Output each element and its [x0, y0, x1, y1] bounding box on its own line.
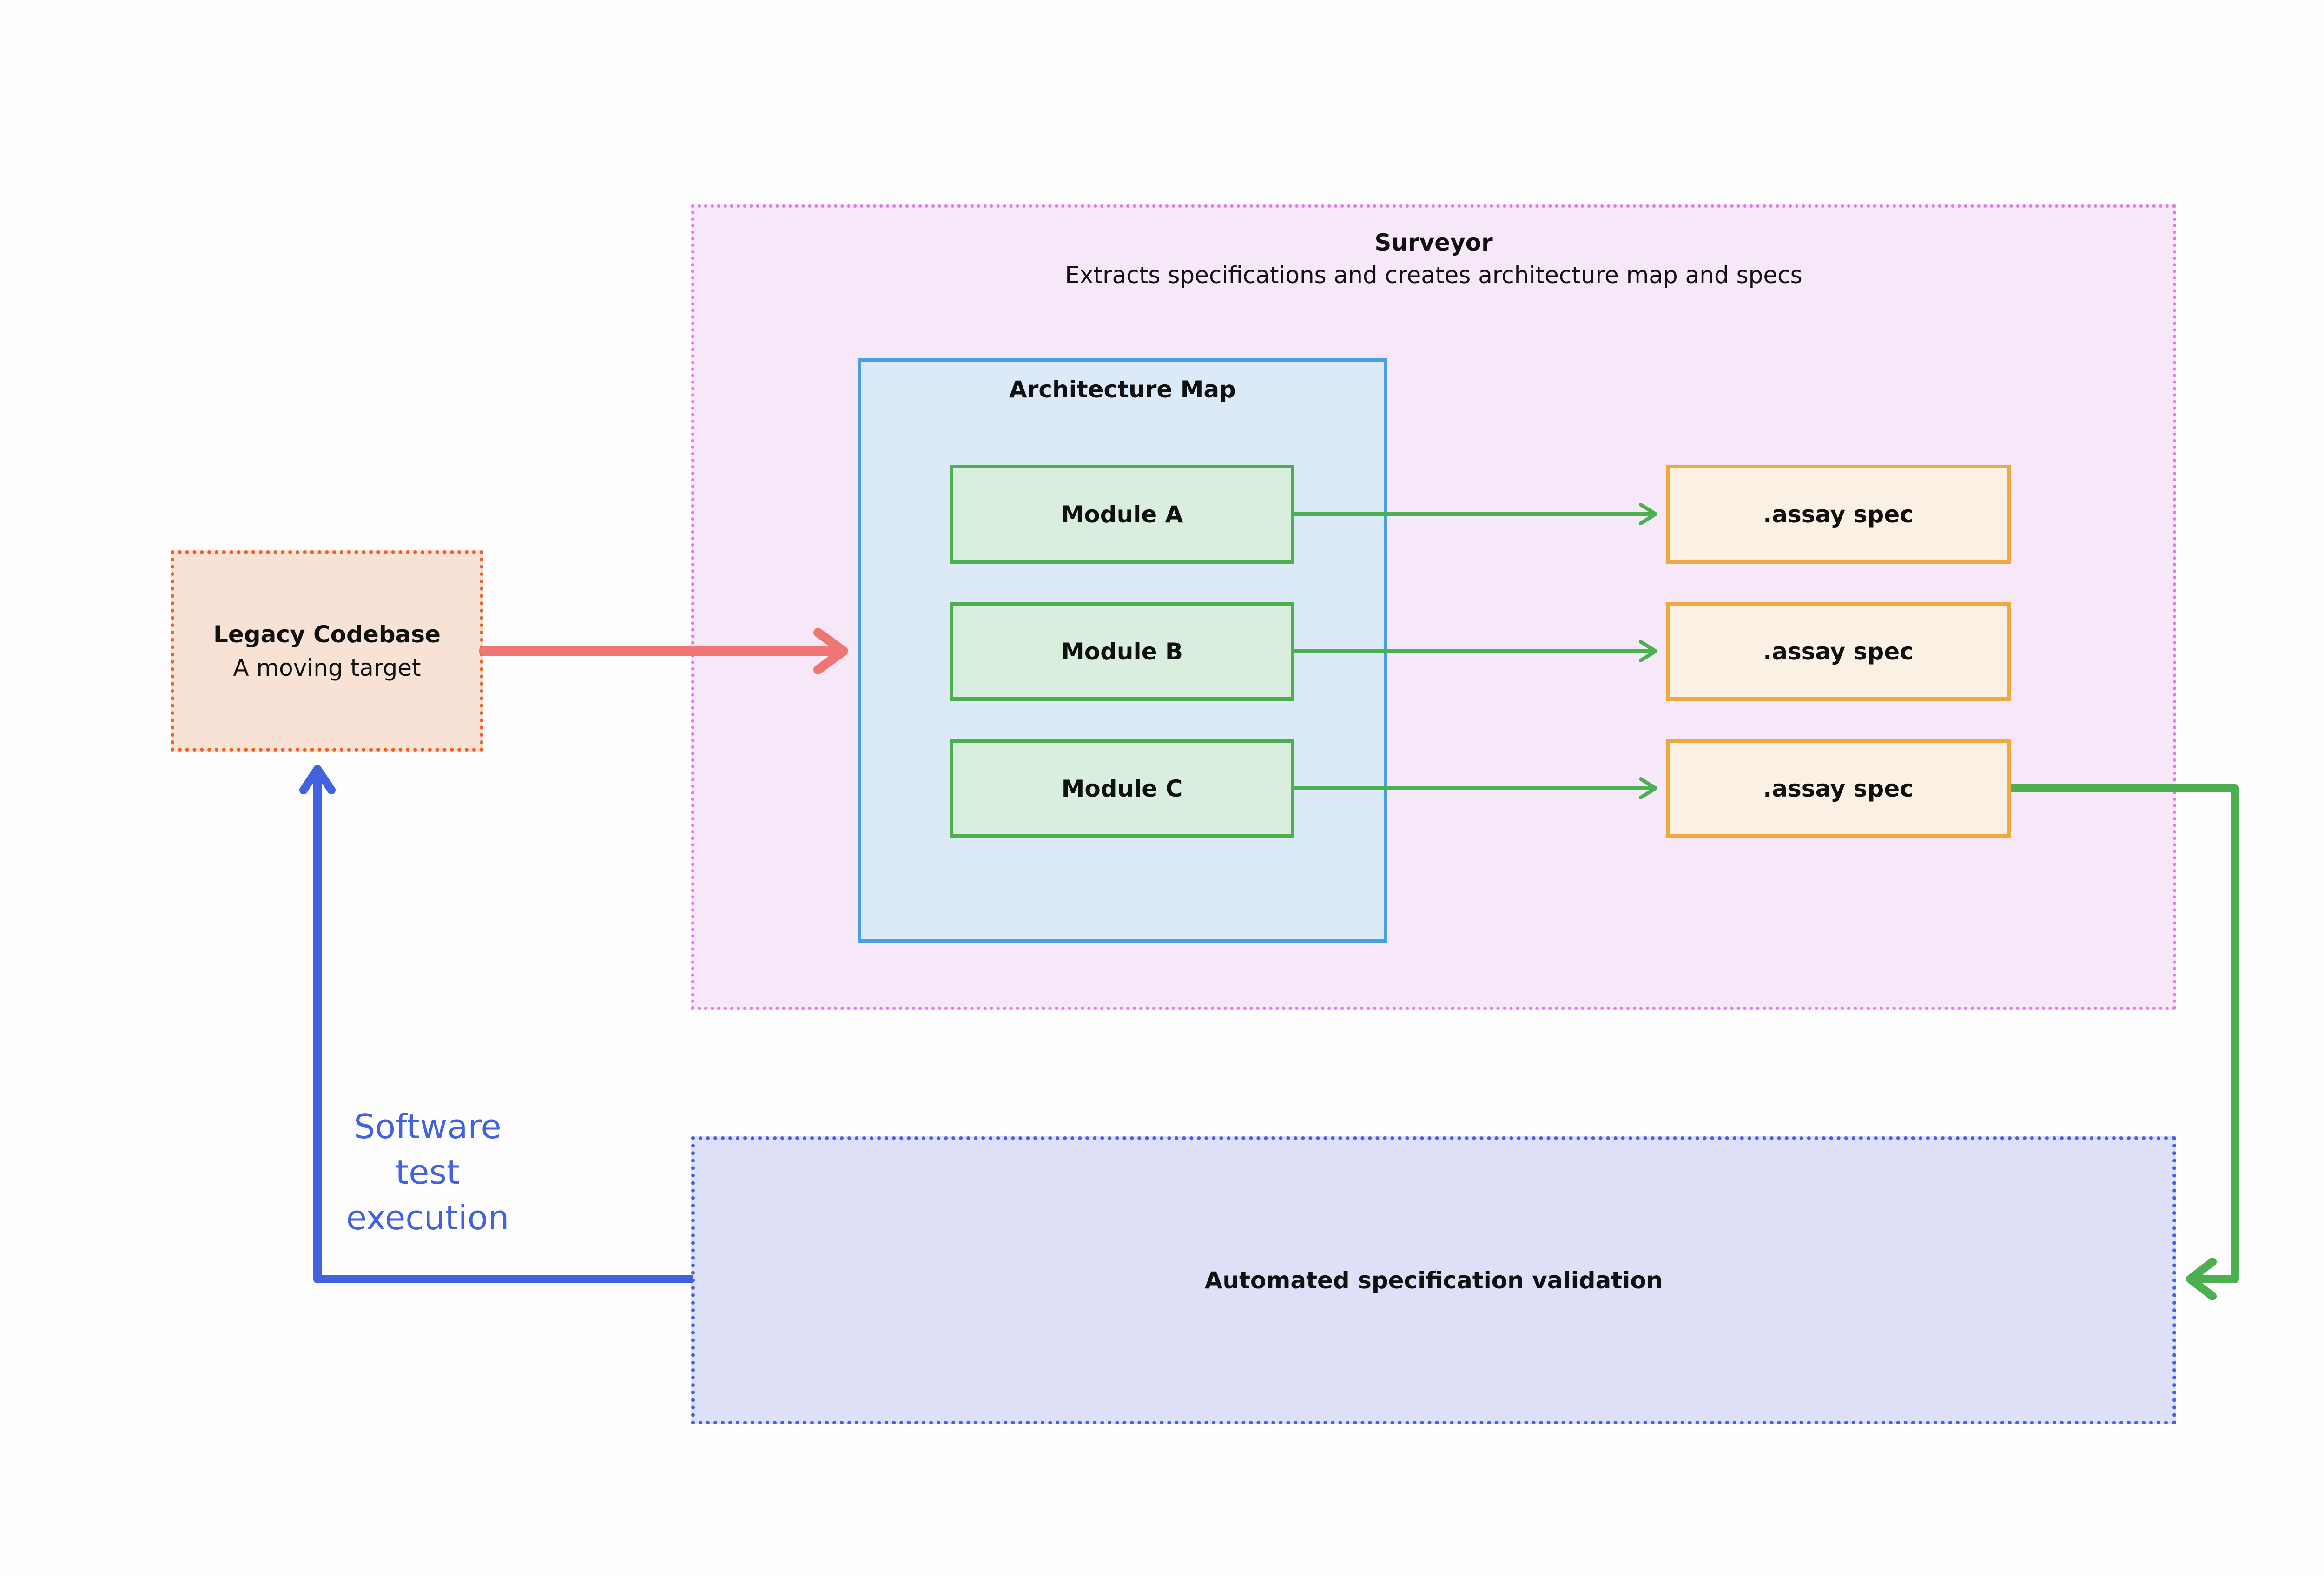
spec-a-label: .assay spec: [1763, 501, 1914, 528]
module-a-node: Module A: [950, 465, 1294, 564]
spec-b-node: .assay spec: [1666, 602, 2011, 701]
validation-label: Automated specification validation: [1204, 1267, 1663, 1294]
spec-c-label: .assay spec: [1763, 775, 1914, 802]
surveyor-title: Surveyor: [1374, 229, 1493, 256]
module-b-to-spec-arrow: [1294, 640, 1657, 662]
validation-container: Automated specification validation: [691, 1136, 2176, 1424]
legacy-codebase-title: Legacy Codebase: [213, 620, 441, 648]
software-test-execution-label: Software test execution: [325, 1104, 530, 1240]
legacy-codebase-subtitle: A moving target: [233, 654, 421, 681]
validation-arrowhead: [2186, 1258, 2217, 1300]
surveyor-header: Surveyor Extracts specifications and cre…: [694, 226, 2173, 291]
legacy-arrowhead: [813, 628, 848, 674]
validation-to-legacy-arrow: [313, 772, 693, 1283]
module-b-label: Module B: [1061, 638, 1183, 665]
spec-a-node: .assay spec: [1666, 465, 2011, 564]
spec-c-node: .assay spec: [1666, 739, 2011, 838]
module-c-to-spec-arrow: [1294, 777, 1657, 799]
module-b-node: Module B: [950, 602, 1294, 701]
legacy-codebase-node: Legacy Codebase A moving target: [171, 550, 483, 752]
legacy-feedback-arrowhead: [299, 765, 336, 794]
loop-label-line-1: Software: [354, 1107, 502, 1146]
surveyor-subtitle: Extracts specifications and creates arch…: [1065, 262, 1802, 289]
module-c-node: Module C: [950, 739, 1294, 838]
module-a-label: Module A: [1061, 501, 1183, 528]
loop-label-line-3: execution: [346, 1198, 509, 1237]
module-c-label: Module C: [1061, 775, 1183, 802]
spec-b-label: .assay spec: [1763, 638, 1914, 665]
module-a-to-spec-arrow: [1294, 503, 1657, 525]
spec-to-validation-arrow: [2011, 784, 2239, 1283]
loop-label-line-2: test: [395, 1153, 460, 1192]
architecture-map-title: Architecture Map: [1009, 376, 1236, 403]
